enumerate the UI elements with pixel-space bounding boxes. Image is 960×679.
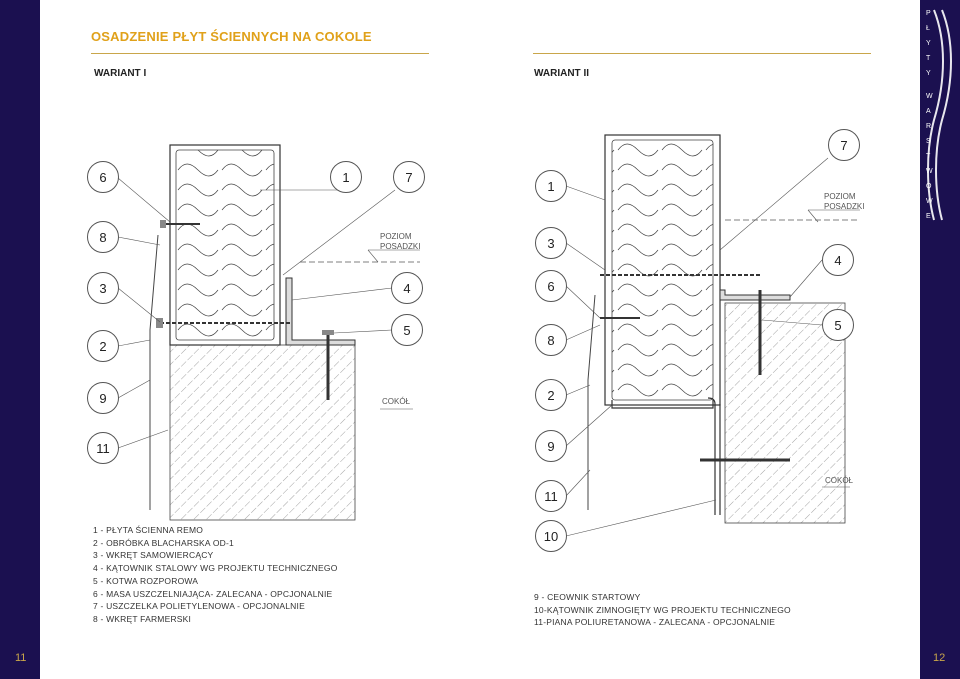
right-sidebar [920, 0, 960, 679]
callout-3: 3 [87, 272, 119, 304]
title-rule-right [533, 53, 871, 54]
callout-3: 3 [535, 227, 567, 259]
legend-variant-2: 9 - CEOWNIK STARTOWY 10-KĄTOWNIK ZIMNOGI… [534, 591, 791, 629]
brand-letter: S [926, 138, 931, 145]
callout-1: 1 [330, 161, 362, 193]
callout-11: 11 [535, 480, 567, 512]
plinth-label-2: COKÓŁ [825, 476, 854, 485]
brand-logo-icon [927, 9, 952, 221]
variant-2-drawing [565, 134, 860, 537]
legend-item: 11-PIANA POLIURETANOWA - ZALECANA - OPCJ… [534, 617, 776, 628]
page-number-left: 11 [15, 652, 27, 664]
callout-6: 6 [87, 161, 119, 193]
brand-letter: W [926, 198, 933, 205]
brand-letter: O [926, 183, 932, 190]
steel-angle [285, 277, 356, 346]
plinth-concrete [169, 344, 356, 521]
brand-letter: E [926, 213, 931, 220]
callout-2: 2 [87, 330, 119, 362]
page-title: OSADZENIE PŁYT ŚCIENNYCH NA COKOLE [91, 29, 372, 44]
callout-8: 8 [535, 324, 567, 356]
brand-letter: T [926, 55, 931, 62]
left-sidebar [0, 0, 40, 679]
variant-1-drawing [117, 144, 420, 521]
starter-channel [611, 400, 714, 409]
legend-item: 2 - OBRÓBKA BLACHARSKA OD-1 [93, 537, 234, 548]
cold-formed-angle [707, 397, 721, 515]
callout-5: 5 [822, 309, 854, 341]
legend-item: 1 - PŁYTA ŚCIENNA REMO [93, 525, 204, 535]
callout-4: 4 [391, 272, 423, 304]
legend-item: 3 - WKRĘT SAMOWIERCĄCY [93, 550, 214, 561]
callout-7: 7 [393, 161, 425, 193]
callout-2: 2 [535, 379, 567, 411]
brand-letter: Y [926, 70, 931, 77]
legend-item: 7 - USZCZELKA POLIETYLENOWA - OPCJONALNI… [93, 601, 305, 612]
callout-11: 11 [87, 432, 119, 464]
callout-7: 7 [828, 129, 860, 161]
callout-6: 6 [535, 270, 567, 302]
callout-9: 9 [87, 382, 119, 414]
legend-item: 10-KĄTOWNIK ZIMNOGIĘTY WG PROJEKTU TECHN… [534, 604, 791, 615]
legend-item: 9 - CEOWNIK STARTOWY [534, 592, 641, 602]
brand-letter: W [926, 168, 933, 175]
callout-5: 5 [391, 314, 423, 346]
brand-letter: Y [926, 40, 931, 47]
title-rule [91, 53, 429, 54]
brand-letter: P [926, 10, 931, 17]
flashing [149, 234, 159, 510]
page-number-right: 12 [933, 652, 946, 664]
legend-item: 4 - KĄTOWNIK STALOWY WG PROJEKTU TECHNIC… [93, 563, 338, 574]
legend-item: 6 - MASA USZCZELNIAJĄCA- ZALECANA - OPCJ… [93, 588, 333, 599]
legend-item: 5 - KOTWA ROZPOROWA [93, 575, 199, 586]
callout-1: 1 [535, 170, 567, 202]
plinth-concrete-2 [724, 302, 846, 524]
callout-9: 9 [535, 430, 567, 462]
brand-letter: W [926, 93, 933, 100]
brand-letter: T [926, 153, 931, 160]
variant-2-label: WARIANT II [534, 68, 589, 79]
brand-letter: R [926, 123, 932, 130]
legend-item: 8 - WKRĘT FARMERSKI [93, 613, 192, 624]
legend-variant-1: 1 - PŁYTA ŚCIENNA REMO 2 - OBRÓBKA BLACH… [93, 524, 338, 626]
callout-4: 4 [822, 244, 854, 276]
brand-letter: Ł [926, 25, 930, 32]
variant-1-label: WARIANT I [94, 68, 147, 79]
brand-letter: A [926, 108, 931, 115]
plinth-label: COKÓŁ [382, 397, 411, 406]
callout-8: 8 [87, 221, 119, 253]
callout-10: 10 [535, 520, 567, 552]
